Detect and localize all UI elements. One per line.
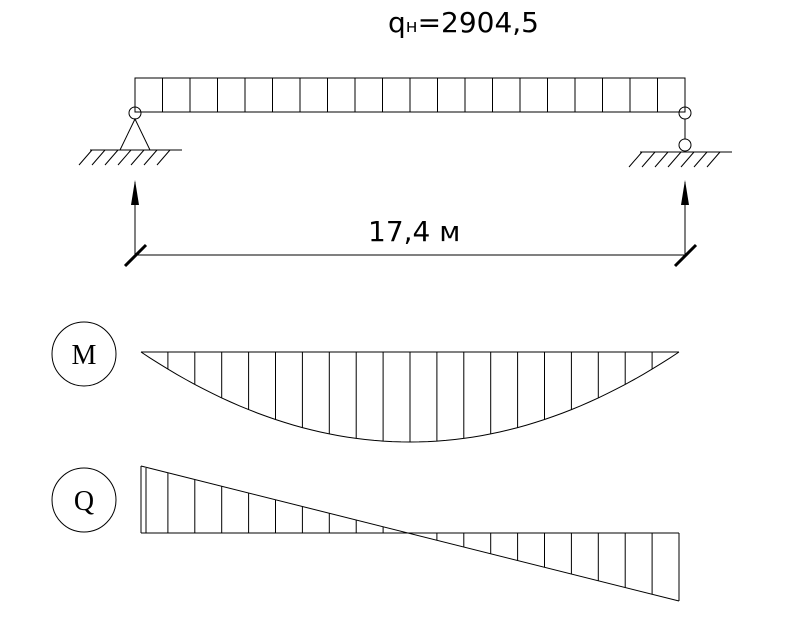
right-arrowhead-icon (681, 180, 689, 205)
ground-hatch-line (117, 149, 132, 166)
ground-hatch-line (91, 149, 106, 166)
left-support-triangle (119, 117, 151, 151)
left-reaction-arrow (131, 180, 139, 255)
distributed-load (134, 77, 686, 113)
ground-hatch-line (143, 149, 158, 166)
load-label: qн=2904,5 (388, 6, 539, 39)
ground-hatch-line (104, 149, 119, 166)
shear-ordinates (145, 468, 653, 595)
left-arrowhead-icon (131, 180, 139, 205)
moment-label-circle (51, 321, 117, 387)
ground-hatch-line (654, 151, 669, 168)
left-ground-hatching (78, 149, 171, 166)
moment-diagram: M (51, 321, 680, 443)
ground-hatch-line (78, 149, 93, 166)
right-reaction-arrow (681, 180, 689, 255)
span-label: 17,4 м (368, 215, 460, 248)
right-hinge-bottom-icon (678, 138, 692, 152)
moment-ordinates (167, 352, 653, 442)
right-ground-hatching (628, 151, 721, 168)
ground-hatch-line (641, 151, 656, 168)
ground-hatch-line (693, 151, 708, 168)
ground-hatch-line (706, 151, 721, 168)
span-dimension: 17,4 м (123, 215, 698, 268)
load-subscript: н (406, 16, 418, 37)
right-roller-support (628, 106, 732, 168)
right-dimension-tick (673, 243, 698, 268)
left-pin-support (78, 106, 182, 166)
load-value: =2904,5 (418, 6, 539, 39)
left-dimension-tick (123, 243, 148, 268)
load-hatching (162, 78, 658, 112)
ground-hatch-line (667, 151, 682, 168)
ground-hatch-line (130, 149, 145, 166)
load-symbol: q (388, 6, 406, 39)
shear-diagram: Q (51, 465, 680, 602)
moment-label: M (72, 340, 97, 371)
ground-hatch-line (156, 149, 171, 166)
ground-hatch-line (628, 151, 643, 168)
ground-hatch-line (680, 151, 695, 168)
shear-label: Q (74, 486, 94, 517)
shear-label-circle (51, 467, 117, 533)
